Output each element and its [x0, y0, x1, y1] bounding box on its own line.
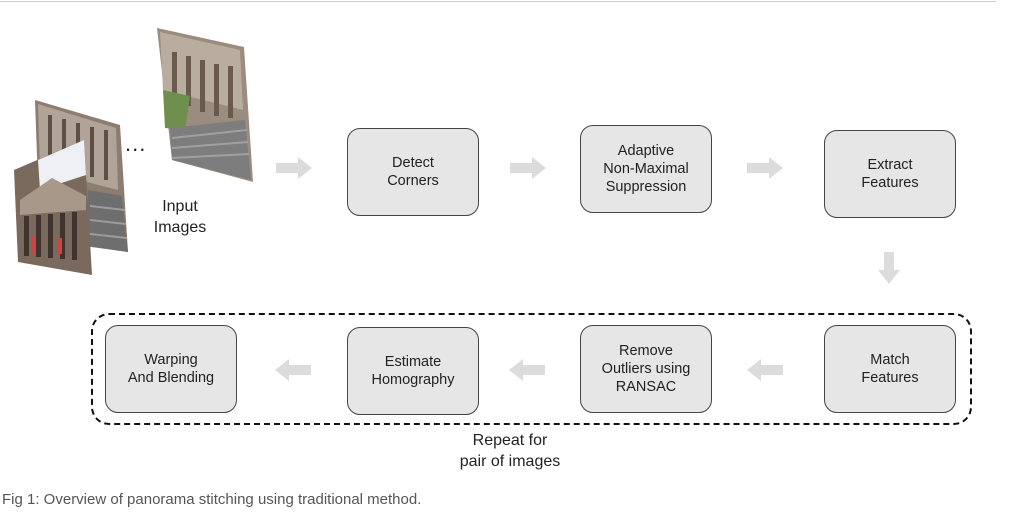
anms-box: Adaptive Non-Maximal Suppression — [580, 125, 712, 213]
arrow-right-3 — [747, 157, 783, 179]
input-image-3 — [157, 28, 253, 182]
extract-features-line-1: Extract — [867, 157, 913, 173]
estimate-homography-box: Estimate Homography — [347, 327, 479, 415]
homography-line-2: Homography — [371, 372, 455, 388]
top-divider — [0, 1, 996, 2]
input-images-label: Input Images — [140, 196, 220, 238]
remove-outliers-box: Remove Outliers using RANSAC — [580, 325, 712, 413]
ellipsis: ... — [125, 131, 147, 156]
warping-blending-box: Warping And Blending — [105, 325, 237, 413]
repeat-region — [91, 313, 972, 425]
arrow-left-2 — [509, 359, 545, 381]
match-features-line-2: Features — [861, 370, 919, 386]
arrow-down — [878, 252, 900, 284]
input-images-label-line-1: Input — [162, 198, 198, 215]
repeat-label-line-1: Repeat for — [472, 432, 548, 449]
warping-line-2: And Blending — [127, 370, 215, 386]
detect-corners-line-1: Detect — [392, 155, 434, 171]
input-images-label-line-2: Images — [153, 219, 207, 236]
match-features-box: Match Features — [824, 325, 956, 413]
arrow-right-2 — [510, 157, 546, 179]
extract-features-box: Extract Features — [824, 130, 956, 218]
figure-caption: Fig 1: Overview of panorama stitching us… — [2, 491, 422, 508]
match-features-line-1: Match — [870, 352, 910, 368]
extract-features-line-2: Features — [861, 175, 919, 191]
anms-line-3: Suppression — [605, 179, 687, 195]
arrow-left-1 — [747, 359, 783, 381]
detect-corners-line-2: Corners — [387, 173, 439, 189]
homography-line-1: Estimate — [384, 354, 442, 370]
warping-line-1: Warping — [144, 352, 198, 368]
anms-line-1: Adaptive — [617, 143, 675, 159]
anms-line-2: Non-Maximal — [603, 161, 689, 177]
repeat-label-line-2: pair of images — [459, 453, 561, 470]
arrow-left-3 — [275, 359, 311, 381]
repeat-label: Repeat for pair of images — [430, 430, 590, 472]
ransac-line-2: Outliers using — [601, 361, 691, 377]
detect-corners-box: Detect Corners — [347, 128, 479, 216]
ransac-line-3: RANSAC — [615, 379, 677, 395]
input-image-1 — [14, 140, 92, 275]
ransac-line-1: Remove — [619, 343, 673, 359]
arrow-right-1 — [276, 157, 312, 179]
